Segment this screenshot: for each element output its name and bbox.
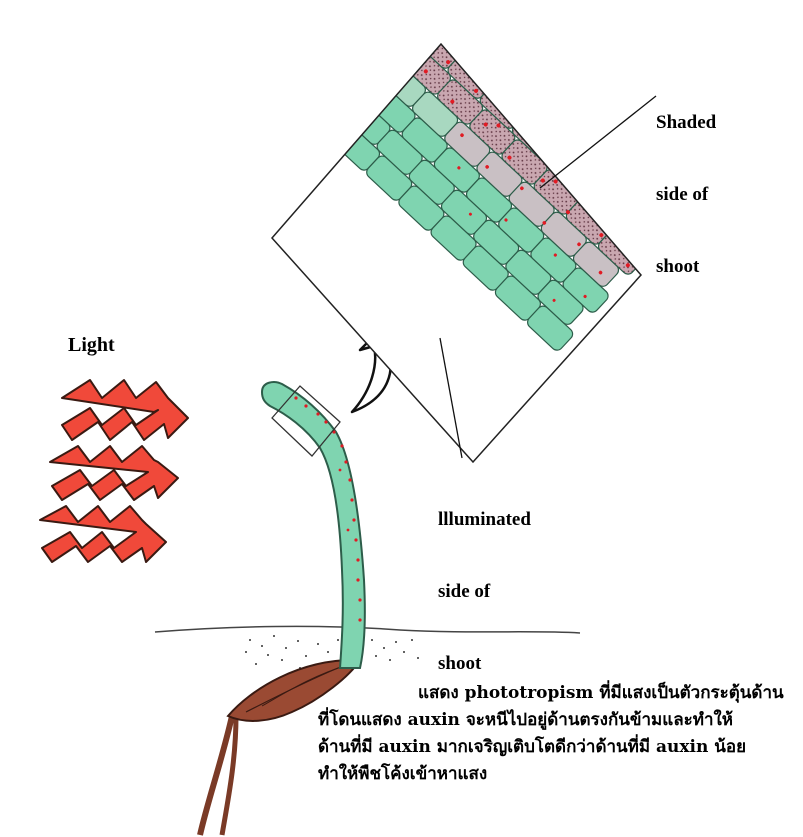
seed-and-roots (197, 658, 362, 836)
seed (226, 658, 362, 722)
caption-line: ทำให้พืชโค้งเข้าหาแสง (318, 764, 488, 784)
shaded-label-line: Shaded (656, 112, 717, 133)
light-arrow-1 (61, 379, 189, 441)
light-arrow-2 (49, 445, 179, 501)
thai-caption: แสดง phototropism ที่มีแสงเป็นตัวกระตุ้น… (318, 680, 788, 788)
shaded-leader (539, 95, 657, 189)
soil (154, 625, 581, 669)
illuminated-leader (439, 337, 463, 459)
illuminated-side-label: llluminated side of shoot (438, 460, 531, 700)
light-arrows (39, 379, 189, 563)
magnified-frame (270, 42, 642, 464)
illuminated-label-line: side of (438, 581, 491, 602)
caption-line: แสดง phototropism ที่มีแสงเป็นตัวกระตุ้น… (418, 683, 784, 703)
shoot (260, 381, 366, 669)
shoot-stem (260, 381, 366, 669)
illuminated-label-line: llluminated (438, 509, 531, 530)
light-label: Light (68, 334, 115, 356)
selection-box (271, 385, 341, 457)
caption-line: ด้านที่มี auxin มากเจริญเติบโตดีกว่าด้าน… (318, 737, 747, 757)
shaded-label-line: side of (656, 184, 709, 205)
light-arrow-3 (39, 505, 167, 563)
illuminated-label-line: shoot (438, 653, 482, 674)
caption-line: ที่โดนแสดง auxin จะหนีไปอยู่ด้านตรงกันข้… (318, 710, 733, 730)
shaded-side-label: Shaded side of shoot (656, 63, 716, 303)
shaded-label-line: shoot (656, 256, 700, 277)
magnified-cells (270, 42, 642, 464)
